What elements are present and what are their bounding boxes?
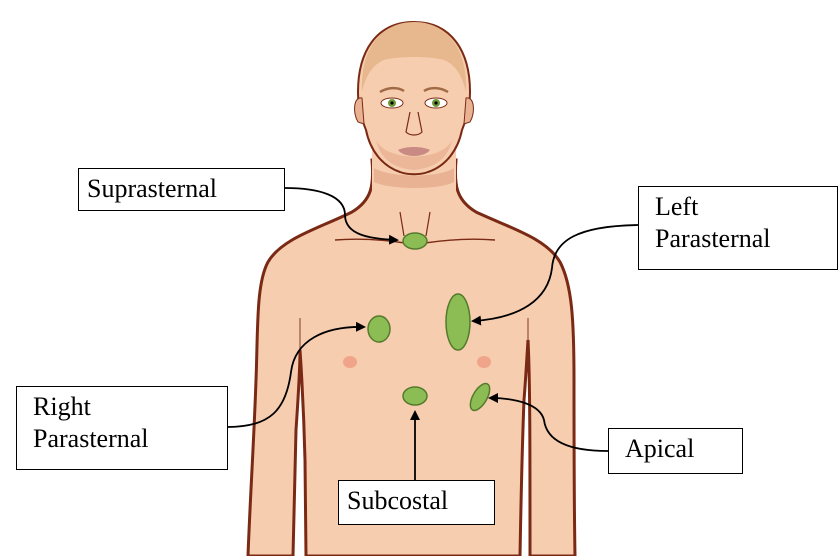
right-ear [464,98,473,124]
right-parasternal-window [368,316,390,342]
right-nipple [343,356,357,368]
subcostal-label-line-1: Subcostal [347,485,486,517]
suprasternal-label: Suprasternal [78,168,285,211]
left-parasternal-label: Left Parasternal [638,186,838,270]
right-parasternal-label-line-1: Right [33,391,219,423]
left-parasternal-label-line-2: Parasternal [655,223,829,255]
left-pupil [390,101,393,104]
right-parasternal-label: Right Parasternal [16,386,228,470]
right-pupil [434,101,437,104]
apical-label: Apical [608,428,743,474]
subcostal-label: Subcostal [338,480,495,525]
right-parasternal-label-line-2: Parasternal [33,423,219,455]
subcostal-window [403,387,427,405]
suprasternal-label-line-1: Suprasternal [87,173,276,205]
left-nipple [477,356,491,368]
left-parasternal-label-line-1: Left [655,191,829,223]
apical-label-line-1: Apical [625,433,734,465]
left-ear [355,98,364,124]
suprasternal-window [403,233,427,249]
left-parasternal-window [446,294,470,350]
